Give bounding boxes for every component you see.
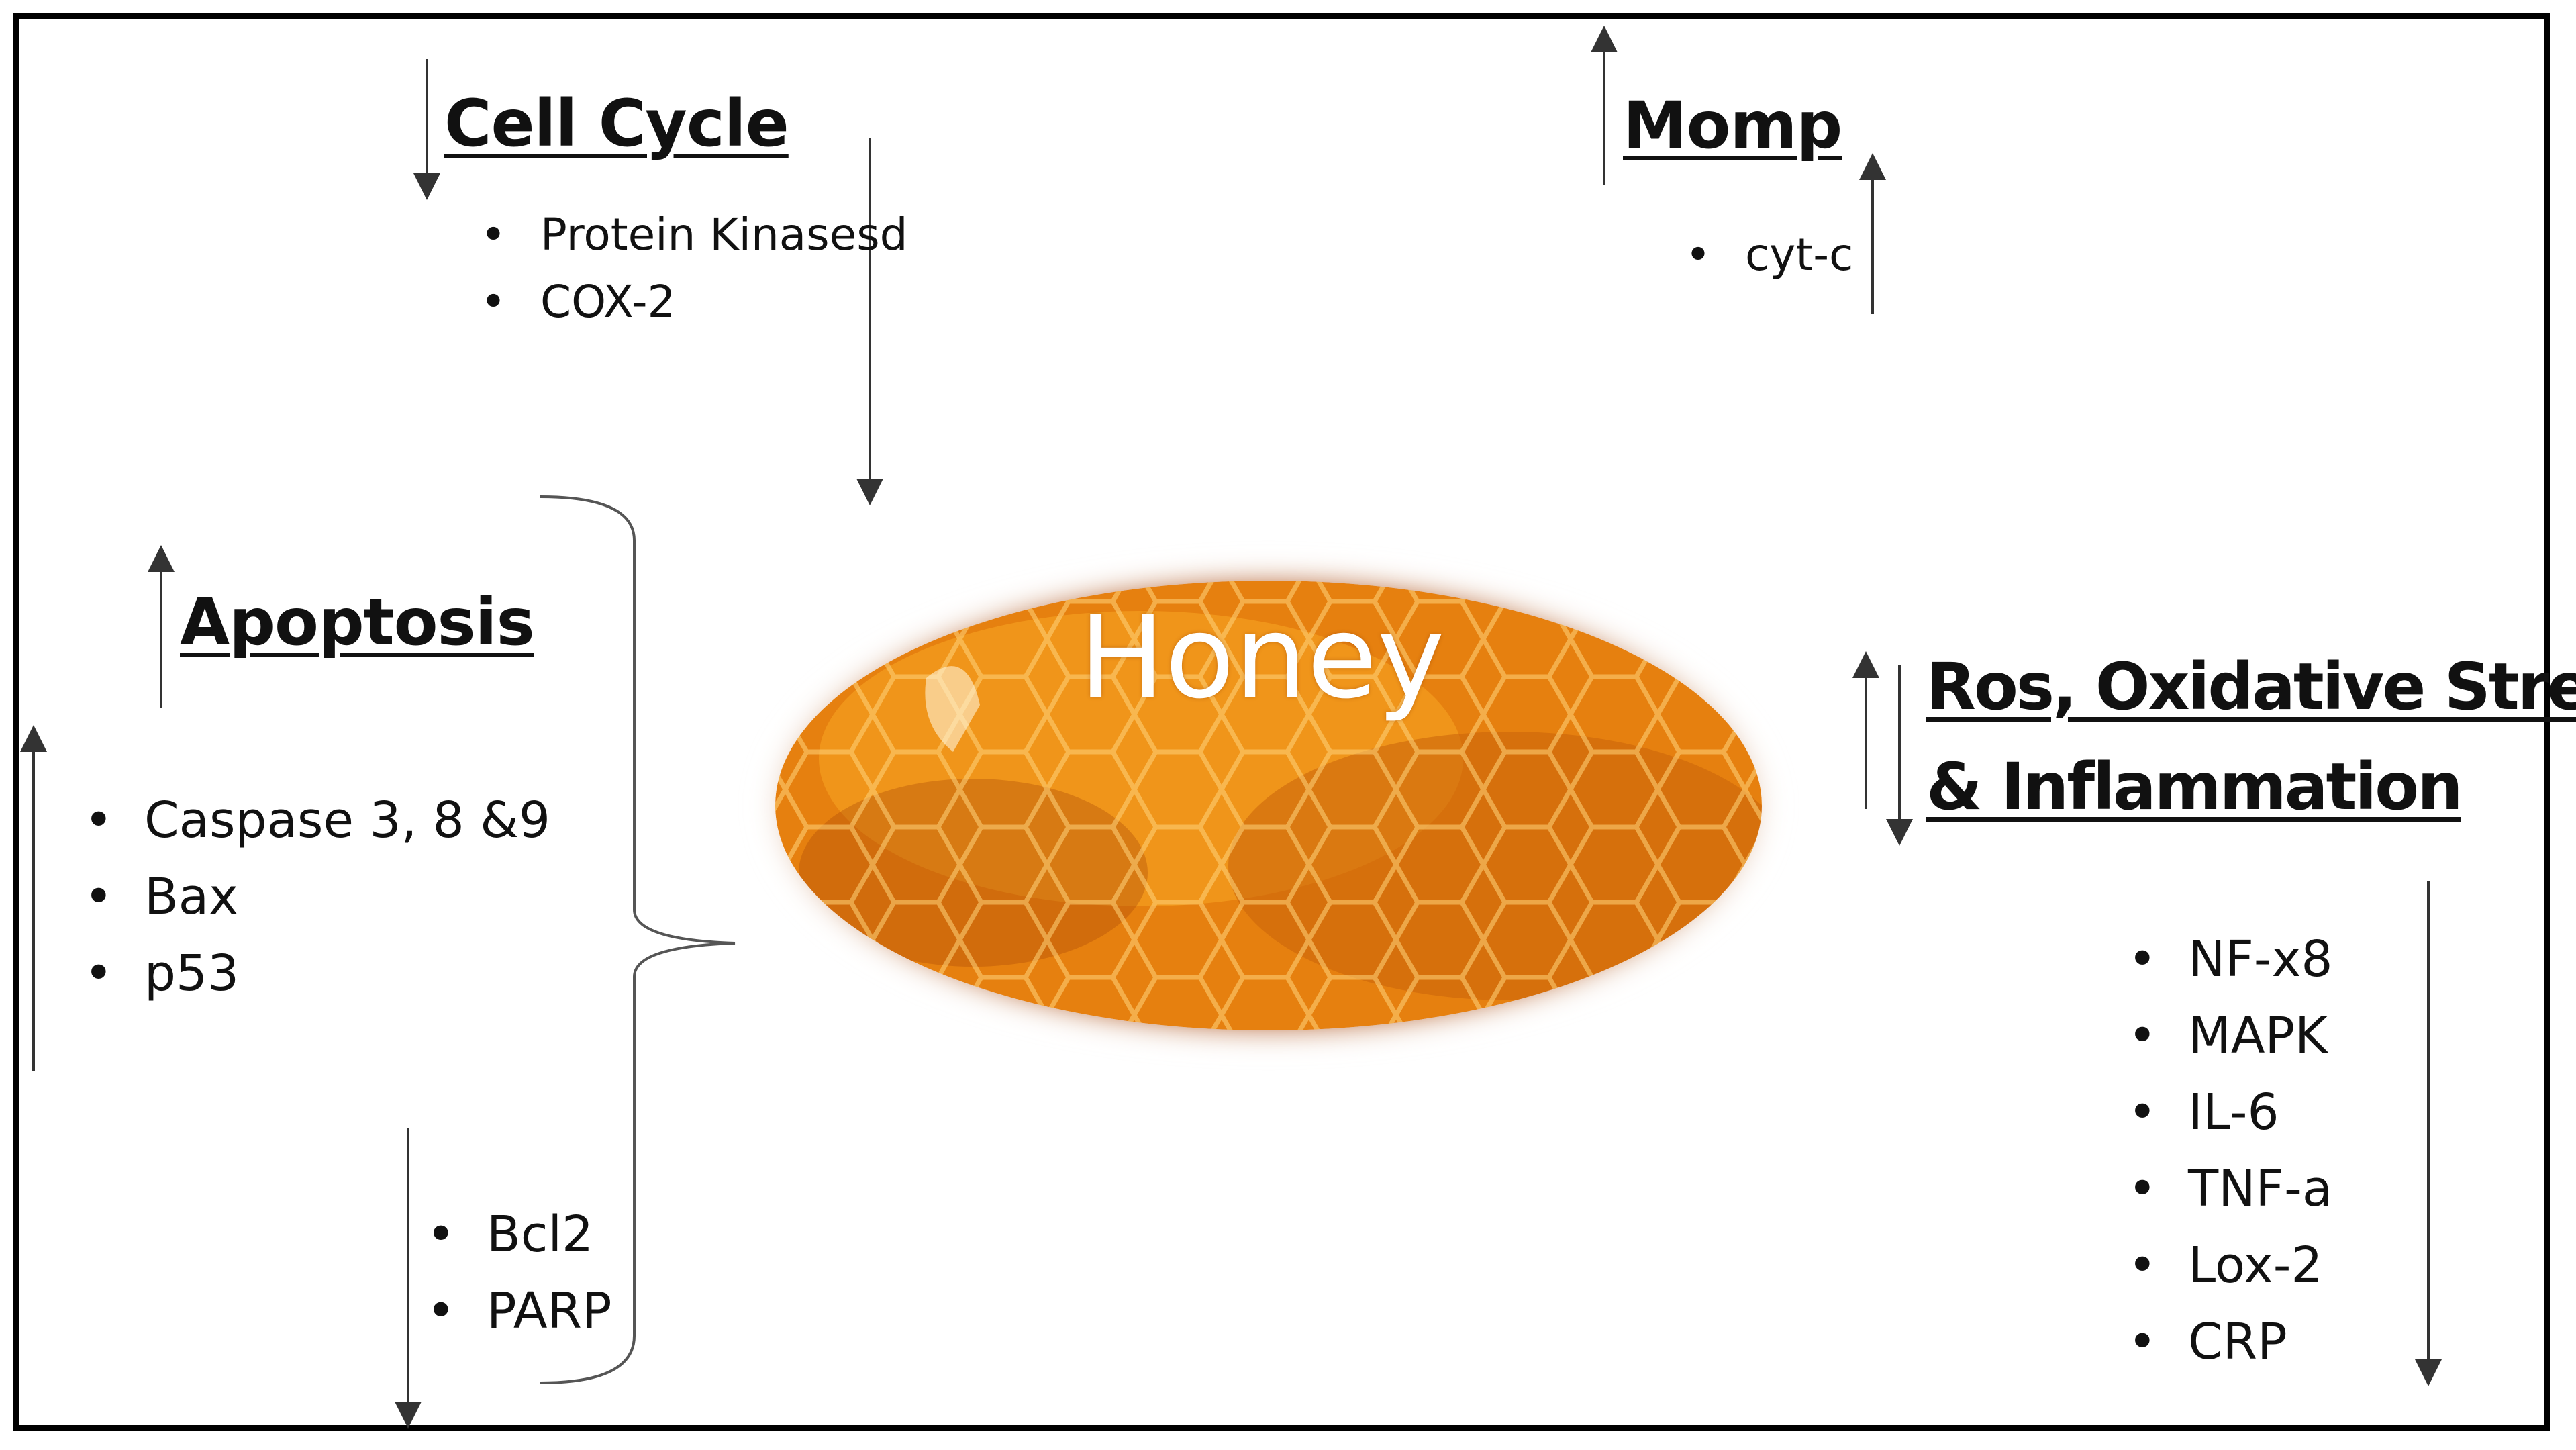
list-item: NF-x8 bbox=[2128, 921, 2332, 998]
list-item: Bax bbox=[84, 859, 550, 935]
honeycomb-oval bbox=[758, 564, 1779, 1047]
list-item: Protein Kinasesd bbox=[480, 201, 907, 269]
momp-heading: Momp bbox=[1623, 88, 1842, 163]
cell-cycle-heading: Cell Cycle bbox=[444, 86, 789, 161]
list-item: Bcl2 bbox=[426, 1196, 612, 1273]
apoptosis-up-list: Caspase 3, 8 &9 Bax p53 bbox=[84, 782, 550, 1012]
list-item: Lox-2 bbox=[2128, 1227, 2333, 1304]
inflammation-list: NF-x8 MAPK IL-6 TNF-a Lox-2 CRP bbox=[2128, 921, 2333, 1380]
apoptosis-down-list: Bcl2 PARP bbox=[426, 1196, 612, 1349]
honey-label: Honey bbox=[1079, 591, 1445, 724]
list-item: MAPK bbox=[2128, 998, 2333, 1074]
momp-list: cyt-c bbox=[1685, 222, 1854, 289]
list-item: p53 bbox=[84, 935, 550, 1012]
list-item: CRP bbox=[2128, 1304, 2333, 1380]
list-item: cyt-c bbox=[1685, 222, 1854, 289]
apoptosis-heading: Apoptosis bbox=[180, 585, 535, 660]
list-item: IL-6 bbox=[2128, 1074, 2333, 1151]
ros-heading-line2: & Inflammation bbox=[1926, 749, 2463, 824]
cell-cycle-list: Protein Kinasesd COX-2 bbox=[480, 201, 908, 336]
list-item: PARP bbox=[426, 1273, 611, 1349]
diagram-frame bbox=[13, 13, 2550, 1431]
ros-heading-line1: Ros, Oxidative Stress bbox=[1926, 649, 2576, 724]
list-item: TNF-a bbox=[2128, 1151, 2333, 1227]
apoptosis-bracket bbox=[540, 495, 736, 1384]
list-item: COX-2 bbox=[480, 269, 908, 336]
list-item: Caspase 3, 8 &9 bbox=[84, 782, 550, 859]
